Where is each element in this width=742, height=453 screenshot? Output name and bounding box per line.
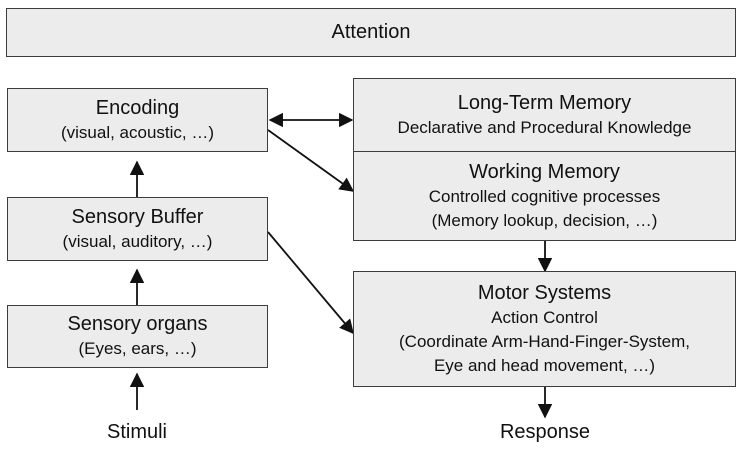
stimuli-label: Stimuli — [106, 421, 167, 443]
motor-systems-title: Motor Systems — [477, 281, 612, 304]
arrow-encoding-to-working-memory — [267, 129, 355, 192]
long-term-memory-box: Long-Term Memory Declarative and Procedu… — [353, 78, 736, 152]
long-term-memory-title: Long-Term Memory — [457, 91, 632, 114]
sensory-buffer-subtitle: (visual, auditory, …) — [62, 231, 213, 251]
encoding-subtitle: (visual, acoustic, …) — [60, 122, 215, 142]
sensory-organs-subtitle: (Eyes, ears, …) — [78, 339, 197, 358]
motor-systems-line2: (Coordinate Arm-Hand-Finger-System, — [399, 331, 690, 351]
attention-box: Attention — [6, 8, 736, 57]
sensory-organs-title: Sensory organs — [67, 313, 208, 335]
working-memory-line2: (Memory lookup, decision, …) — [431, 210, 658, 230]
arrow-buffer-to-motor-systems — [267, 231, 354, 335]
working-memory-title: Working Memory — [469, 160, 620, 183]
encoding-title: Encoding — [95, 96, 180, 119]
motor-systems-line3: Eye and head movement, …) — [433, 355, 656, 375]
encoding-box: Encoding (visual, acoustic, …) — [7, 88, 268, 152]
sensory-organs-box: Sensory organs (Eyes, ears, …) — [7, 305, 268, 368]
sensory-buffer-title: Sensory Buffer — [71, 205, 204, 228]
motor-systems-box: Motor Systems Action Control (Coordinate… — [353, 271, 736, 387]
motor-systems-line1: Action Control — [491, 307, 598, 327]
sensory-buffer-box: Sensory Buffer (visual, auditory, …) — [7, 197, 268, 261]
working-memory-box: Working Memory Controlled cognitive proc… — [353, 151, 736, 241]
long-term-memory-subtitle: Declarative and Procedural Knowledge — [397, 117, 692, 137]
working-memory-line1: Controlled cognitive processes — [428, 186, 661, 206]
response-label: Response — [499, 421, 591, 443]
attention-label: Attention — [331, 21, 411, 43]
